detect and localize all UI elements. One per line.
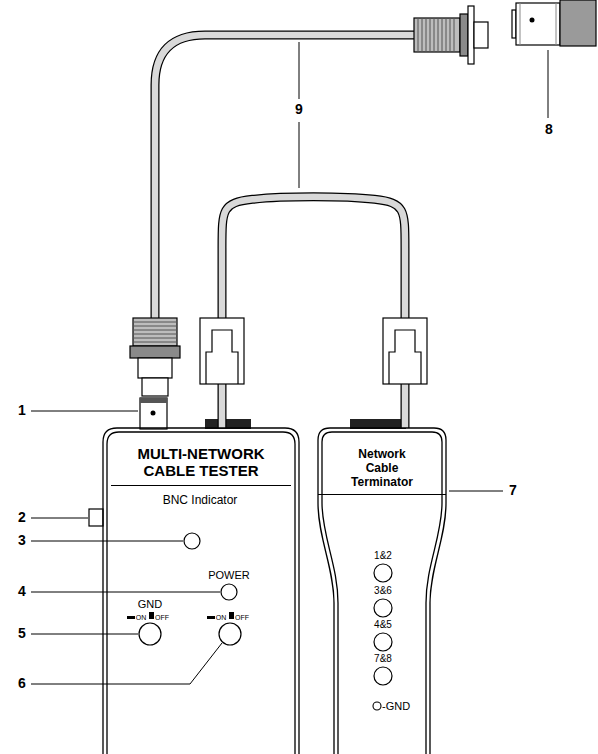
sleeve-pin <box>530 18 535 23</box>
bnc-tip <box>474 22 488 48</box>
on-icon <box>127 616 135 619</box>
callout-number: 9 <box>295 102 303 117</box>
leader-line <box>31 643 222 684</box>
callout-number: 7 <box>509 483 517 498</box>
gnd-label: -GND <box>382 700 410 712</box>
off-icon <box>149 612 154 619</box>
switch-label: GND <box>138 598 162 610</box>
bnc-led <box>184 533 200 549</box>
pair-label: 3&6 <box>374 585 392 596</box>
boot-ribs <box>418 18 454 52</box>
leader-line <box>548 50 549 118</box>
callout-number: 5 <box>18 626 26 641</box>
switch-state: OFF <box>155 614 169 622</box>
bnc-neck <box>142 378 168 396</box>
callout-number: 4 <box>18 584 26 599</box>
housing-outline <box>103 428 299 754</box>
bnc-boot <box>414 18 460 52</box>
on-icon <box>207 616 215 619</box>
gnd-led <box>373 702 381 710</box>
housing-title: MULTI-NETWORK CABLE TESTER <box>115 428 287 480</box>
leader-line <box>31 634 138 635</box>
callout-number: 2 <box>18 510 26 525</box>
title-rule <box>318 494 446 495</box>
power-button <box>219 623 241 645</box>
bnc-ring <box>130 346 180 358</box>
callout-number: 3 <box>18 533 26 548</box>
bnc-terminator-sleeve <box>516 3 560 45</box>
pair-label: 1&2 <box>374 550 392 561</box>
sleeve-lines <box>520 3 556 45</box>
boot-ribs <box>133 322 177 342</box>
bnc-jack <box>140 398 167 429</box>
switch-state: ON <box>136 614 147 622</box>
bnc-terminator-body <box>560 0 596 46</box>
off-icon <box>229 612 234 619</box>
pair-led <box>374 564 392 582</box>
rj45-cable <box>222 197 405 428</box>
leader-lines <box>31 42 548 684</box>
leader-line <box>31 592 220 593</box>
switch-state: ON <box>216 614 227 622</box>
bnc-cable <box>155 35 414 318</box>
bnc-ring <box>460 14 468 56</box>
switch-state: OFF <box>235 614 249 622</box>
bnc-jack-band <box>140 398 167 403</box>
housing-title: Network Cable Terminator <box>343 428 421 489</box>
rj45-plug <box>200 318 244 384</box>
gnd-button <box>139 623 161 645</box>
pair-led <box>374 667 392 685</box>
housing-outline <box>107 432 295 754</box>
pair-label: 7&8 <box>374 653 392 664</box>
rj45-cable <box>222 197 405 428</box>
side-switch <box>89 509 103 526</box>
rj45-cable-fill <box>222 197 405 428</box>
bnc-boot <box>133 318 177 346</box>
pair-label: 4&5 <box>374 619 392 630</box>
callout-number: 6 <box>18 676 26 691</box>
rj45-plug <box>383 318 427 384</box>
leader-line <box>449 491 503 492</box>
leader-line <box>31 411 138 412</box>
led-label: POWER <box>208 569 250 581</box>
callout-number: 8 <box>545 122 553 137</box>
bnc-cable-outline <box>155 35 414 318</box>
pair-led <box>374 633 392 651</box>
bnc-collar <box>138 358 172 378</box>
rj45-latch <box>389 330 421 384</box>
title-rule <box>111 485 291 486</box>
bnc-flange <box>468 6 474 64</box>
indicator-label: BNC Indicator <box>163 494 238 507</box>
tester-housing: MULTI-NETWORK CABLE TESTER <box>103 428 299 754</box>
housing-outline <box>318 428 446 754</box>
bnc-jack-pin <box>151 411 156 416</box>
power-led <box>221 584 237 600</box>
pair-led <box>374 599 392 617</box>
leader-line <box>31 518 88 519</box>
callout-number: 1 <box>18 403 26 418</box>
rj45-latch <box>206 330 238 384</box>
